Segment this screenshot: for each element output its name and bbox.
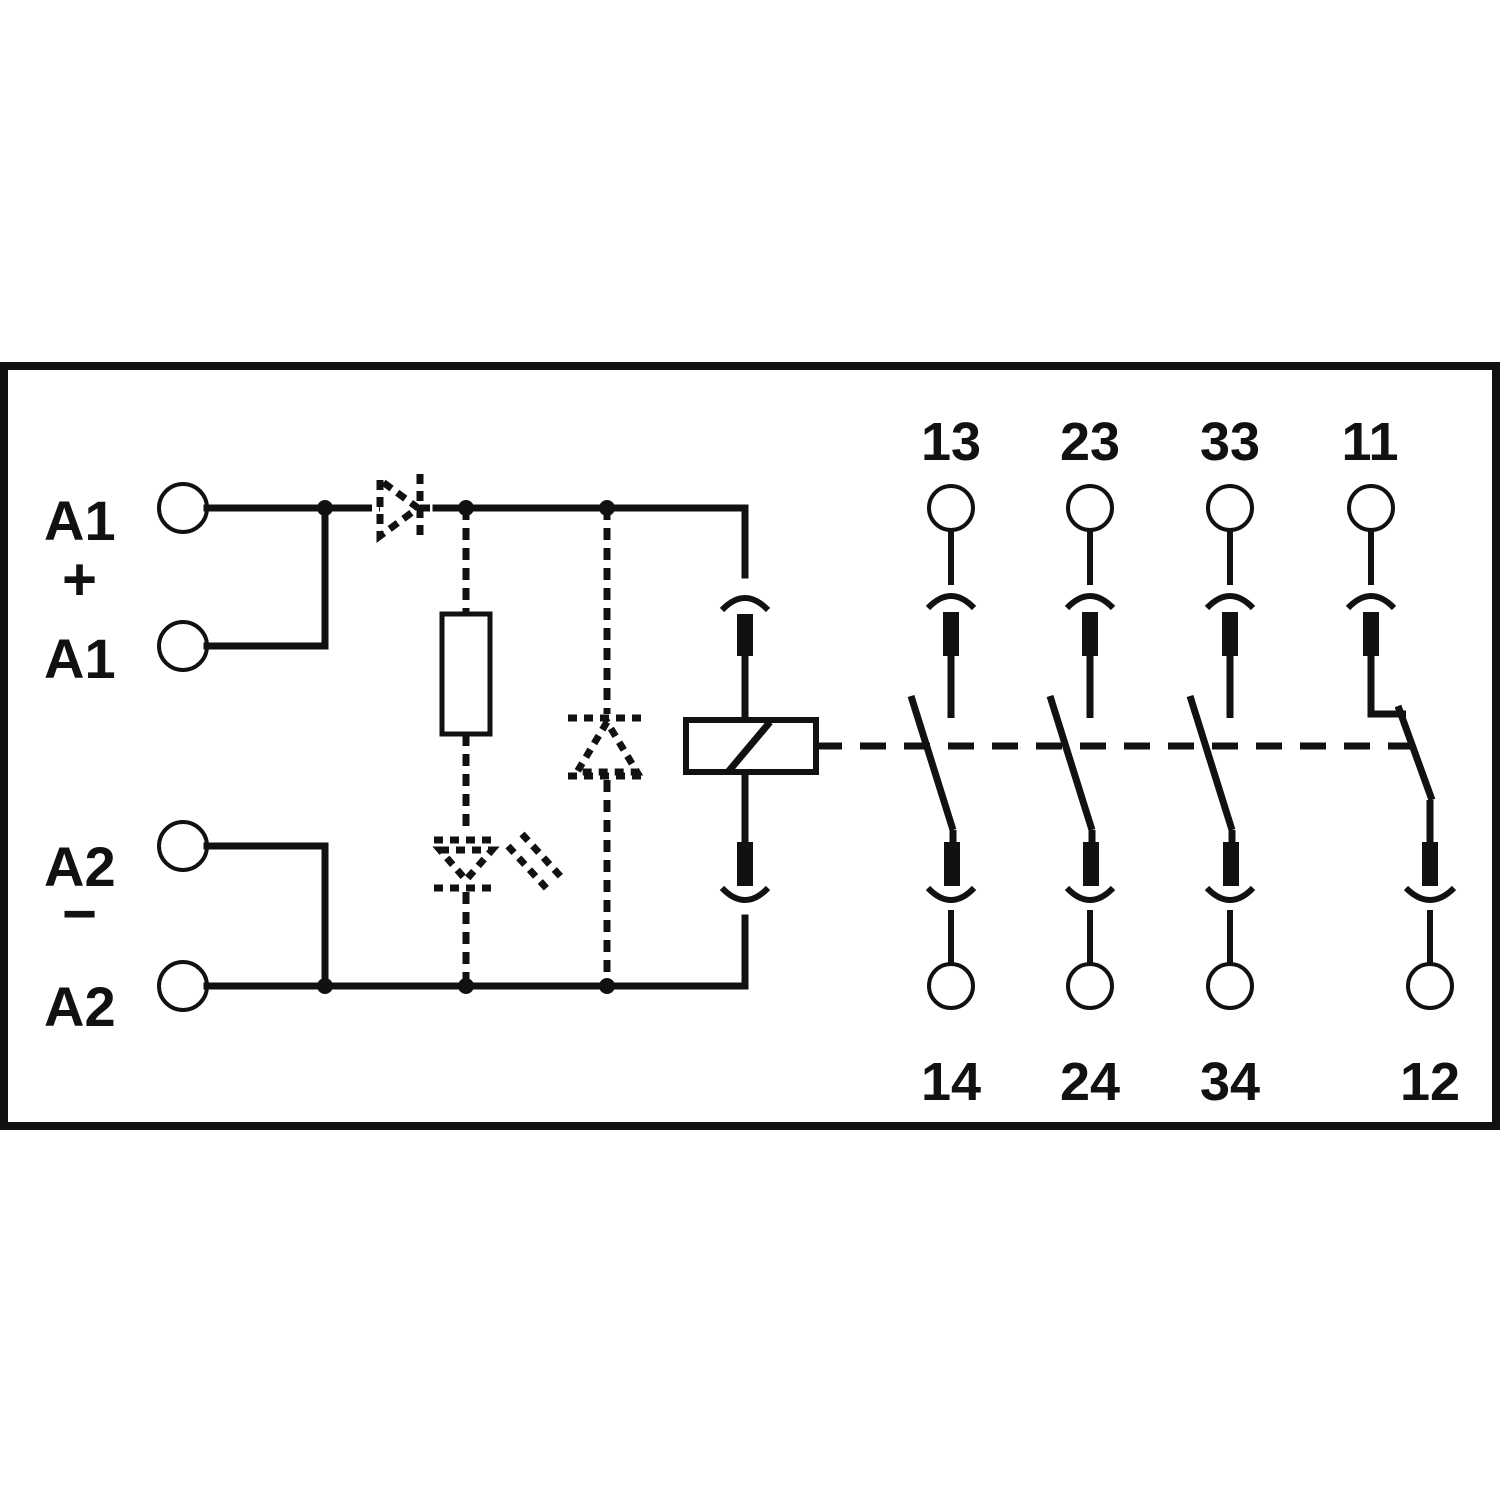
terminal-number-33: 33 xyxy=(1200,412,1260,472)
polarity-diode xyxy=(362,473,436,543)
terminal-number-12: 12 xyxy=(1400,1052,1460,1112)
label-plus: + xyxy=(62,546,97,613)
label-minus: − xyxy=(62,880,97,947)
junction-dots xyxy=(317,500,615,994)
terminal-number-24: 24 xyxy=(1060,1052,1120,1112)
contact-nc-11-12 xyxy=(1345,484,1457,1010)
contact-no-33-34 xyxy=(1186,484,1256,1010)
terminal-number-34: 34 xyxy=(1200,1052,1260,1112)
relay-coil xyxy=(683,595,819,903)
label-a1-upper: A1 xyxy=(44,489,116,552)
led-indicator-branch xyxy=(432,508,565,986)
terminal-number-13: 13 xyxy=(921,412,981,472)
freewheeling-diode-branch xyxy=(568,508,646,986)
label-a2-upper: A2 xyxy=(44,835,116,898)
terminal-number-11: 11 xyxy=(1341,412,1398,472)
diode-icon xyxy=(568,714,646,780)
label-a2-lower: A2 xyxy=(44,975,116,1038)
coil-wiring xyxy=(203,504,749,990)
contact-no-13-14 xyxy=(907,484,977,1010)
label-a1-lower: A1 xyxy=(44,627,116,690)
contact-terminal-labels: 13 23 33 11 14 24 34 12 xyxy=(921,412,1460,1112)
contacts-no xyxy=(907,484,1256,1010)
led-icon xyxy=(432,831,565,893)
contact-no-23-24 xyxy=(1046,484,1116,1010)
terminal-number-14: 14 xyxy=(921,1052,981,1112)
terminal-number-23: 23 xyxy=(1060,412,1120,472)
